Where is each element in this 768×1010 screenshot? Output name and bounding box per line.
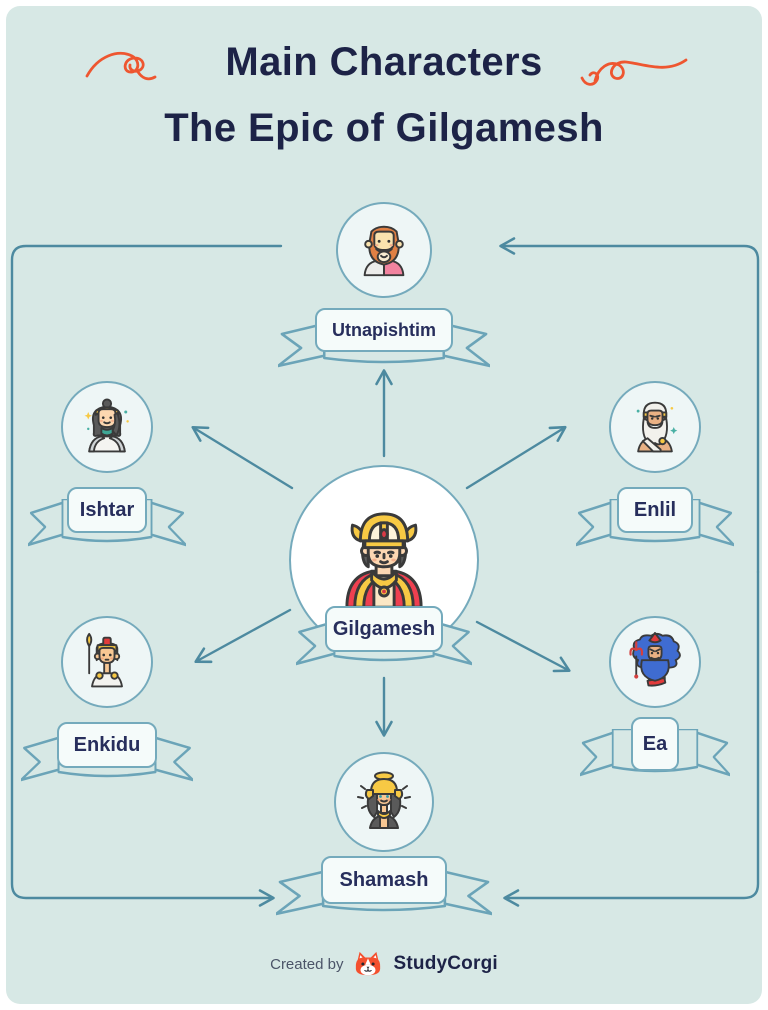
enlil-god-icon	[636, 401, 678, 453]
studycorgi-logo-icon	[356, 951, 381, 976]
ea-label: Ea	[631, 717, 679, 771]
ishtar-label-text: Ishtar	[79, 498, 135, 521]
gilgamesh-label-text: Gilgamesh	[332, 617, 436, 640]
gilgamesh-ribbon: Gilgamesh	[296, 606, 472, 676]
node-utnapishtim: Utnapishtim	[278, 202, 490, 378]
node-ea: Ea	[580, 616, 730, 787]
ishtar-ribbon: Ishtar	[28, 487, 186, 557]
loop-right-bottom-line	[503, 570, 760, 907]
enlil-ribbon: Enlil	[576, 487, 734, 557]
arrow-to-ishtar	[191, 425, 294, 490]
page-title-line1: Main Characters	[225, 40, 543, 84]
ea-ribbon: Ea	[580, 717, 730, 787]
gilgamesh-label: Gilgamesh	[325, 606, 443, 652]
shamash-sun-icon	[357, 771, 411, 829]
utnapishtim-label: Utnapishtim	[315, 308, 453, 352]
arrow-to-enkidu	[194, 608, 292, 664]
title-flourish-right-icon	[580, 58, 688, 86]
enlil-label: Enlil	[617, 487, 693, 533]
title-flourish-left-icon	[85, 51, 157, 81]
node-ishtar: Ishtar	[28, 381, 186, 557]
arrow-to-enlil	[465, 425, 567, 490]
shamash-portrait-circle	[334, 752, 434, 852]
footer-brand-text: StudyCorgi	[393, 953, 498, 974]
shamash-label: Shamash	[321, 856, 447, 904]
utnapishtim-sage-icon	[363, 225, 405, 277]
arrow-to-ea	[475, 620, 571, 673]
ea-portrait-circle	[609, 616, 701, 708]
node-shamash: Shamash	[276, 752, 492, 926]
utnapishtim-ribbon: Utnapishtim	[278, 308, 490, 378]
page-title-line2: The Epic of Gilgamesh	[164, 106, 604, 150]
ishtar-portrait-circle	[61, 381, 153, 473]
footer: Created by StudyCorgi	[0, 946, 768, 982]
loop-left-line	[10, 244, 283, 907]
enlil-portrait-circle	[609, 381, 701, 473]
footer-created-by-text: Created by	[270, 955, 344, 973]
shamash-ribbon: Shamash	[276, 856, 492, 926]
utnapishtim-portrait-circle	[336, 202, 432, 298]
enkidu-portrait-circle	[61, 616, 153, 708]
utnapishtim-label-text: Utnapishtim	[331, 319, 436, 340]
ea-god-icon	[629, 632, 681, 687]
ea-label-text: Ea	[642, 732, 668, 755]
node-enkidu: Enkidu	[21, 616, 193, 792]
enlil-label-text: Enlil	[633, 498, 677, 521]
enkidu-warrior-icon	[86, 632, 123, 688]
ishtar-goddess-icon	[84, 398, 129, 453]
node-enlil: Enlil	[576, 381, 734, 557]
gilgamesh-king-icon	[345, 512, 423, 609]
enkidu-ribbon: Enkidu	[21, 722, 193, 792]
enkidu-label: Enkidu	[57, 722, 157, 768]
shamash-label-text: Shamash	[339, 868, 429, 891]
enkidu-label-text: Enkidu	[73, 733, 141, 756]
loop-right-top-line	[499, 237, 760, 574]
ishtar-label: Ishtar	[67, 487, 147, 533]
node-gilgamesh: Gilgamesh	[289, 465, 479, 676]
